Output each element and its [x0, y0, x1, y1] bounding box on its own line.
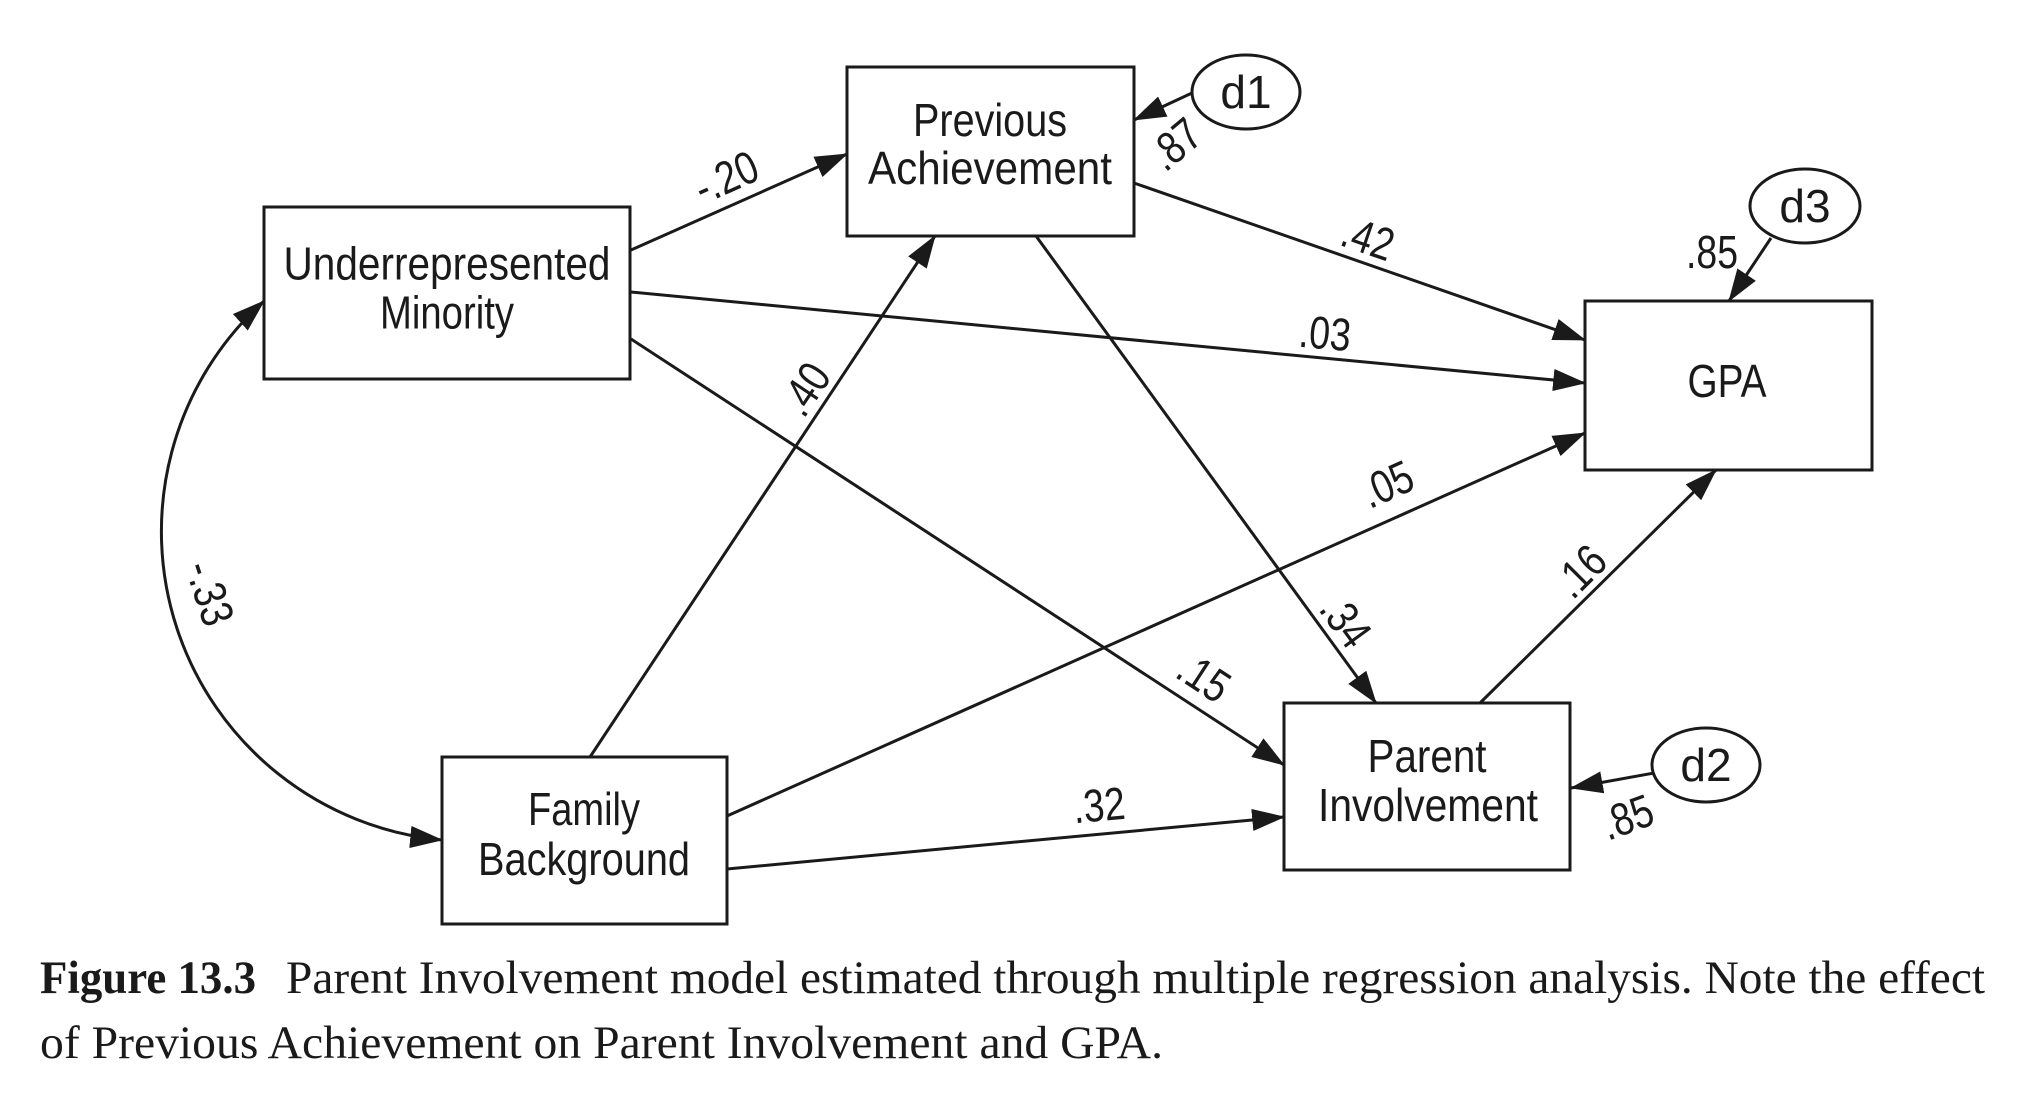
svg-text:GPA: GPA [1688, 355, 1767, 407]
svg-text:Background: Background [478, 833, 690, 885]
svg-text:d3: d3 [1779, 180, 1830, 232]
svg-text:.42: .42 [1335, 205, 1401, 271]
svg-text:.87: .87 [1138, 107, 1211, 180]
svg-text:.05: .05 [1353, 450, 1422, 519]
svg-text:.03: .03 [1297, 305, 1353, 361]
svg-text:-.20: -.20 [686, 140, 767, 214]
svg-text:d2: d2 [1680, 739, 1731, 791]
svg-text:.40: .40 [769, 353, 841, 425]
svg-text:of Previous Achievement on Par: of Previous Achievement on Parent Involv… [40, 1017, 1163, 1069]
svg-text:d1: d1 [1220, 66, 1271, 118]
svg-text:.15: .15 [1168, 641, 1240, 713]
svg-text:.34: .34 [1310, 585, 1383, 658]
svg-text:.32: .32 [1071, 777, 1127, 833]
svg-text:.85: .85 [1686, 226, 1738, 278]
svg-text:Achievement: Achievement [868, 142, 1112, 194]
svg-text:Previous: Previous [913, 94, 1067, 146]
svg-text:Family: Family [528, 783, 640, 835]
svg-text:Underrepresented: Underrepresented [284, 238, 611, 290]
svg-text:-.33: -.33 [175, 554, 245, 632]
svg-text:Minority: Minority [380, 287, 514, 339]
svg-text:Involvement: Involvement [1318, 779, 1538, 831]
svg-text:.85: .85 [1594, 784, 1661, 851]
svg-text:Parent: Parent [1368, 730, 1487, 782]
svg-text:.16: .16 [1543, 534, 1617, 608]
